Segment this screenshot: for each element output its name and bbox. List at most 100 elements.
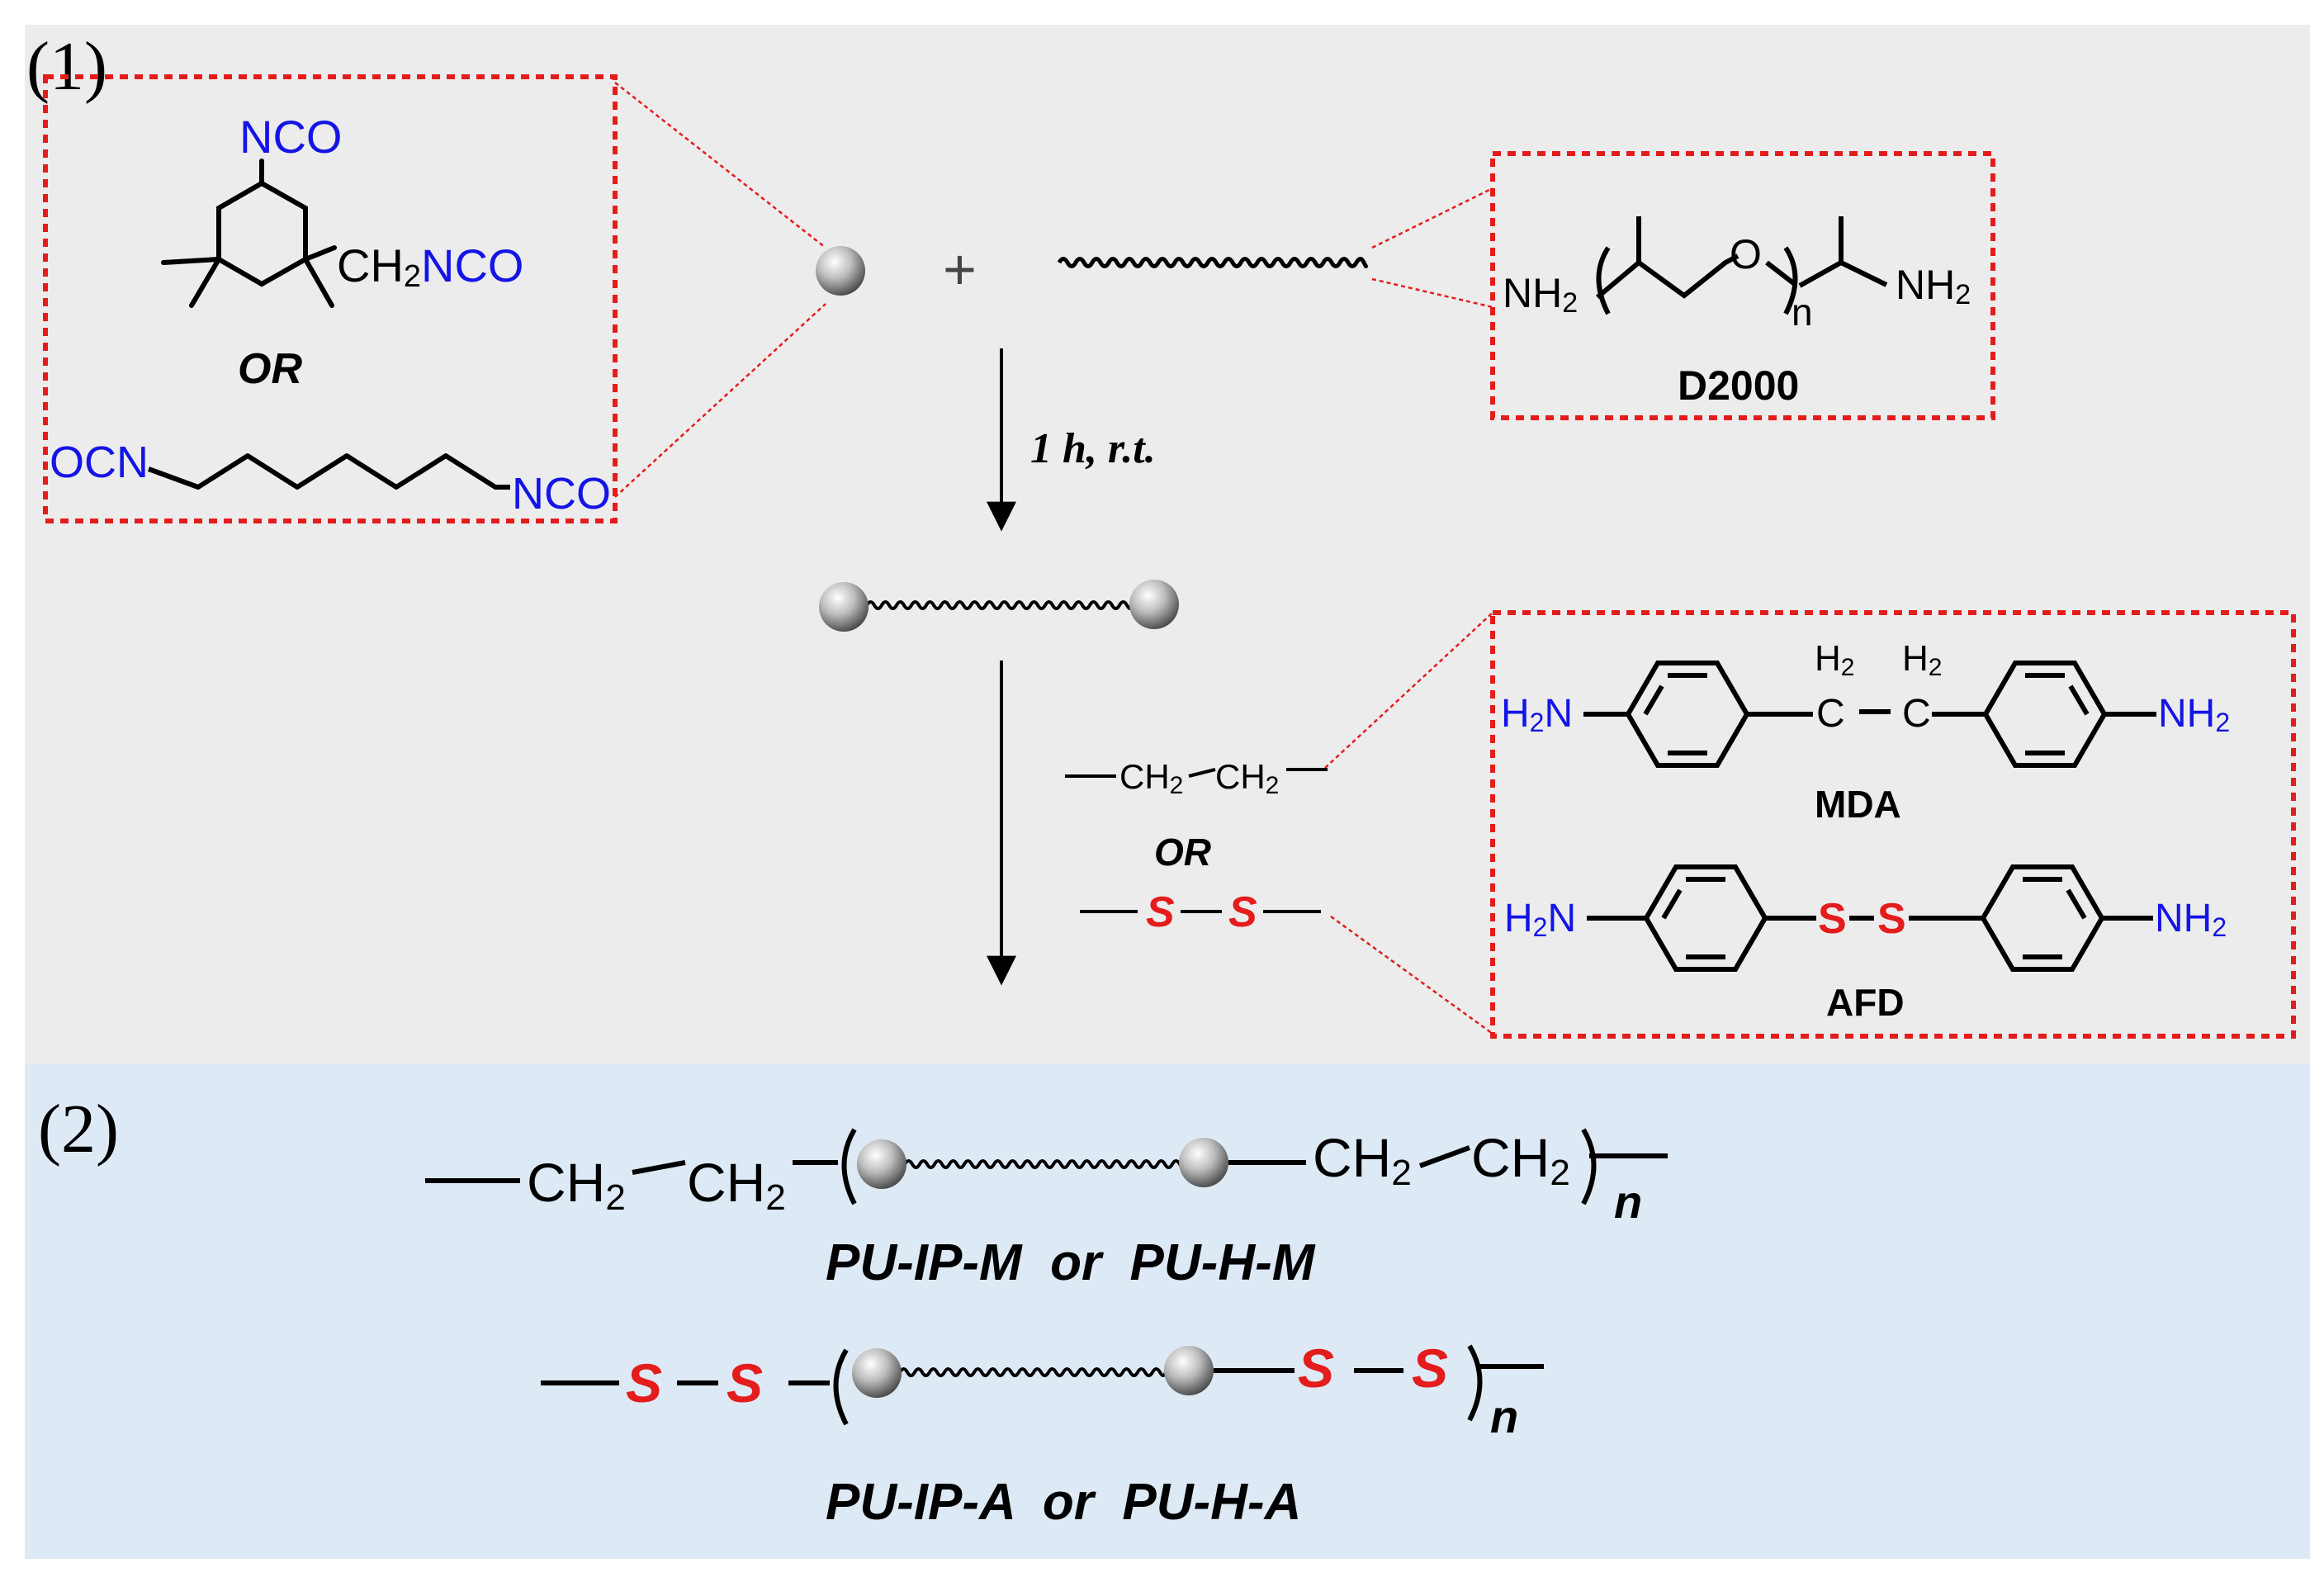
mda-name: MDA	[1815, 783, 1901, 826]
product-m-ch-c: CH2	[1313, 1127, 1412, 1193]
extender-ch2-a-sub: 2	[1170, 772, 1184, 799]
afd-left-group: H2N	[1504, 897, 1576, 942]
prepolymer-left-sphere	[819, 582, 869, 632]
amine-dashed-frame	[1490, 610, 2296, 1039]
product-a-left-sphere	[852, 1348, 902, 1398]
product-m-ch-d: CH2	[1471, 1127, 1570, 1193]
d2000-right-nh: NH	[1896, 262, 1955, 308]
step1-condition: 1 h, r.t.	[1030, 425, 1156, 472]
afd-left-sub: 2	[1533, 912, 1548, 942]
afd-s2: S	[1877, 895, 1906, 943]
extender-or-label: OR	[1154, 831, 1211, 874]
product-m-ch-d-text: CH	[1471, 1127, 1550, 1188]
mda-left-n: N	[1544, 692, 1573, 736]
mda-c2-h: H2	[1902, 638, 1942, 681]
ipdi-structure	[161, 159, 337, 308]
product-a-repeat-index: n	[1490, 1390, 1518, 1442]
d2000-right-bracket	[1783, 246, 1798, 315]
d2000-wavy-chain	[1057, 257, 1368, 268]
product-m-ch-b-sub: 2	[765, 1177, 785, 1218]
panel-2-background	[25, 1063, 2310, 1559]
product-m-right-sphere	[1179, 1138, 1228, 1187]
product-a-s1: S	[626, 1352, 662, 1414]
hdi-right-group: NCO	[512, 469, 611, 519]
isocyanate-or-label: OR	[238, 345, 302, 393]
extender-s2: S	[1228, 888, 1257, 936]
d2000-box: NH2 O n NH2 D2000	[1490, 151, 1995, 420]
product-a-wavy-chain	[898, 1367, 1167, 1377]
panel-1-background	[25, 25, 2310, 1063]
hdi-chain	[147, 453, 510, 490]
ipdi-side-tail: NCO	[421, 239, 523, 291]
product-a-left-bracket	[833, 1348, 849, 1426]
plus-sign: +	[943, 237, 977, 301]
product-m-repeat-index: n	[1614, 1176, 1642, 1228]
product-a-right-sphere	[1164, 1346, 1214, 1395]
mda-c1: C	[1816, 692, 1845, 736]
d2000-name: D2000	[1678, 362, 1799, 409]
product-a-name: PU-IP-A or PU-H-A	[826, 1474, 1301, 1531]
mda-c2-h-text: H	[1902, 638, 1929, 679]
prepolymer-right-sphere	[1129, 580, 1179, 629]
afd-right-group: NH2	[2155, 897, 2227, 942]
mda-right-group: NH2	[2158, 692, 2230, 737]
guide-line-d2000-bottom	[1371, 277, 1493, 309]
d2000-dashed-frame	[1490, 151, 1995, 420]
mda-c2-h-sub: 2	[1929, 654, 1943, 681]
product-m-ch-b-text: CH	[687, 1152, 765, 1213]
extender-ch2-a: CH2	[1119, 757, 1183, 799]
mda-right-nh: NH	[2158, 692, 2215, 736]
isocyanate-sphere	[816, 246, 865, 296]
extender-ch2-bond-mid	[1188, 768, 1216, 778]
product-m-left-sphere	[857, 1139, 906, 1189]
guide-line-d2000-top	[1371, 187, 1493, 249]
product-m-right-bracket	[1581, 1128, 1597, 1205]
product-a-s2: S	[727, 1352, 763, 1414]
extender-ch2-b: CH2	[1215, 757, 1279, 799]
panel-2-label: (2)	[38, 1091, 119, 1167]
afd-name: AFD	[1826, 981, 1905, 1024]
extender-ch2-a-ch: CH	[1119, 757, 1170, 796]
d2000-right-sub: 2	[1955, 279, 1971, 310]
product-m-ch-d-sub: 2	[1550, 1153, 1569, 1193]
guide-line-iso-top	[614, 82, 826, 249]
extender-ch2-b-ch: CH	[1215, 757, 1266, 796]
product-m-ch-b: CH2	[687, 1152, 786, 1218]
d2000-repeat-index: n	[1792, 291, 1813, 334]
extender-s1: S	[1146, 888, 1175, 936]
d2000-left-sub: 2	[1562, 287, 1578, 319]
product-m-name: PU-IP-M or PU-H-M	[826, 1234, 1316, 1291]
product-m-bond-2	[632, 1160, 686, 1175]
afd-left-h: H	[1504, 897, 1533, 940]
d2000-left-bracket	[1596, 246, 1611, 315]
guide-line-afd	[1330, 915, 1493, 1035]
mda-left-h: H	[1501, 692, 1530, 736]
product-m-ch-c-text: CH	[1313, 1127, 1391, 1188]
product-a-s3: S	[1298, 1338, 1334, 1399]
d2000-right-group: NH2	[1896, 262, 1971, 310]
mda-right-sub: 2	[2215, 708, 2230, 737]
extender-ch2-b-sub: 2	[1266, 772, 1280, 799]
d2000-backbone-2	[1765, 260, 1797, 287]
product-a: S S S S n PU-IP-A or PU-H-A	[541, 1338, 1544, 1531]
afd-left-n: N	[1547, 897, 1576, 940]
d2000-oxygen: O	[1730, 231, 1762, 277]
product-a-right-bracket	[1467, 1344, 1483, 1422]
ipdi-side-group: CH2NCO	[337, 239, 523, 294]
hdi-left-group: OCN	[50, 438, 149, 487]
ipdi-top-group: NCO	[239, 111, 342, 163]
afd-right-nh: NH	[2155, 897, 2212, 940]
d2000-left-nh: NH	[1503, 270, 1562, 316]
mda-left-group: H2N	[1501, 692, 1573, 737]
mda-c1-h-text: H	[1815, 638, 1841, 679]
isocyanate-dashed-frame	[43, 74, 618, 523]
afd-s1: S	[1818, 895, 1847, 943]
panel-1-label: (1)	[26, 28, 107, 105]
product-m-ch-a-sub: 2	[605, 1177, 625, 1218]
mda-c1-h-sub: 2	[1841, 654, 1855, 681]
product-m-bond-5	[1418, 1145, 1471, 1168]
mda-c1-h: H2	[1815, 638, 1854, 681]
afd-right-sub: 2	[2212, 912, 2227, 942]
